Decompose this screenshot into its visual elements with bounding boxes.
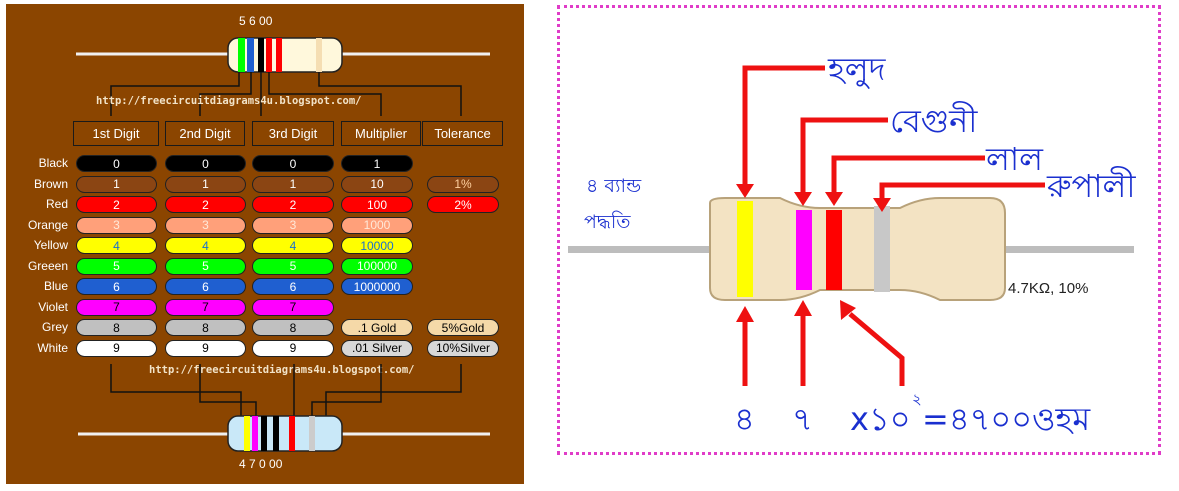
third-digit-2: 2: [252, 196, 334, 213]
tolerance-9: 10%Silver: [427, 339, 499, 357]
bottom-resistor-image: [78, 364, 490, 452]
blog-url-top: http://freecircuitdiagrams4u.blogspot.co…: [96, 95, 362, 107]
multiplier-4: 10000: [341, 237, 413, 254]
multiplier-2: 100: [341, 196, 413, 213]
header-3rd-digit: 3rd Digit: [252, 121, 334, 146]
first-digit-5: 5: [76, 257, 157, 275]
color-name-white: White: [37, 340, 68, 355]
color-name-brown: Brown: [33, 176, 68, 191]
header-multiplier: Multiplier: [341, 121, 421, 146]
digit-2: ৭: [792, 400, 813, 438]
label-yellow: হলুদ: [828, 50, 886, 88]
color-name-grey: Grey: [41, 320, 68, 334]
second-digit-3: 3: [165, 216, 246, 234]
multiplier-8: .1 Gold: [341, 319, 413, 336]
third-digit-5: 5: [252, 257, 334, 275]
third-digit-3: 3: [252, 216, 334, 234]
first-digit-8: 8: [76, 319, 157, 336]
multiplier-0: 1: [341, 155, 413, 172]
tolerance-2: 2%: [427, 196, 499, 213]
bottom-resistor-value: 4 7 0 00: [239, 457, 283, 471]
multiplier-1: 10: [341, 175, 413, 193]
resistor-illustration: [568, 65, 1134, 386]
first-digit-0: 0: [76, 155, 157, 172]
third-digit-8: 8: [252, 319, 334, 336]
multiplier-5: 100000: [341, 257, 413, 275]
label-silver: রুপালী: [1047, 167, 1136, 205]
method-label-line2: পদ্ধতি: [584, 211, 631, 233]
color-name-black: Black: [38, 156, 68, 170]
digit-1: ৪: [734, 400, 755, 438]
color-name-greeen: Greeen: [27, 258, 68, 273]
multiplier-9: .01 Silver: [341, 339, 413, 357]
second-digit-8: 8: [165, 319, 246, 336]
third-digit-0: 0: [252, 155, 334, 172]
first-digit-6: 6: [76, 278, 157, 295]
third-digit-7: 7: [252, 298, 334, 316]
second-digit-9: 9: [165, 339, 246, 357]
label-red: লাল: [986, 140, 1043, 178]
header-tolerance: Tolerance: [422, 121, 503, 146]
blog-url-bottom: http://freecircuitdiagrams4u.blogspot.co…: [149, 364, 415, 376]
third-digit-6: 6: [252, 278, 334, 295]
first-digit-3: 3: [76, 216, 157, 234]
top-resistor-value: 5 6 00: [239, 14, 273, 28]
second-digit-7: 7: [165, 298, 246, 316]
first-digit-7: 7: [76, 298, 157, 316]
second-digit-6: 6: [165, 278, 246, 295]
second-digit-1: 1: [165, 175, 246, 193]
resistor-color-code-chart: 5 6 00 http://freecircuitdiagrams4u.blog…: [6, 4, 524, 484]
multiplier-6: 1000000: [341, 278, 413, 295]
first-digit-4: 4: [76, 237, 157, 254]
multiplier-exponent: ২: [912, 390, 922, 408]
header-2nd-digit: 2nd Digit: [165, 121, 245, 146]
third-digit-1: 1: [252, 175, 334, 193]
four-band-resistor-example: ৪ ব্যান্ড পদ্ধতি হলুদ বেগুনী লাল রুপালী …: [557, 5, 1161, 455]
third-digit-9: 9: [252, 339, 334, 357]
color-name-yellow: Yellow: [33, 238, 68, 252]
color-name-blue: Blue: [43, 279, 68, 293]
multiplier-3: 1000: [341, 216, 413, 234]
second-digit-2: 2: [165, 196, 246, 213]
multiplier-prefix: x১০: [850, 400, 911, 438]
first-digit-9: 9: [76, 339, 157, 357]
third-digit-4: 4: [252, 237, 334, 254]
result-value: =৪৭০০ওহম: [922, 400, 1091, 438]
header-1st-digit: 1st Digit: [73, 121, 159, 146]
color-name-red: Red: [45, 197, 68, 211]
tolerance-8: 5%Gold: [427, 319, 499, 336]
second-digit-4: 4: [165, 237, 246, 254]
label-violet: বেগুনী: [890, 102, 978, 140]
color-name-violet: Violet: [38, 299, 68, 314]
top-resistor-image: [76, 37, 490, 116]
color-name-orange: Orange: [27, 217, 68, 232]
first-digit-1: 1: [76, 175, 157, 193]
tolerance-1: 1%: [427, 175, 499, 193]
second-digit-5: 5: [165, 257, 246, 275]
resistance-value: 4.7KΩ, 10%: [1008, 280, 1089, 297]
method-label-line1: ৪ ব্যান্ড: [586, 175, 642, 197]
first-digit-2: 2: [76, 196, 157, 213]
second-digit-0: 0: [165, 155, 246, 172]
